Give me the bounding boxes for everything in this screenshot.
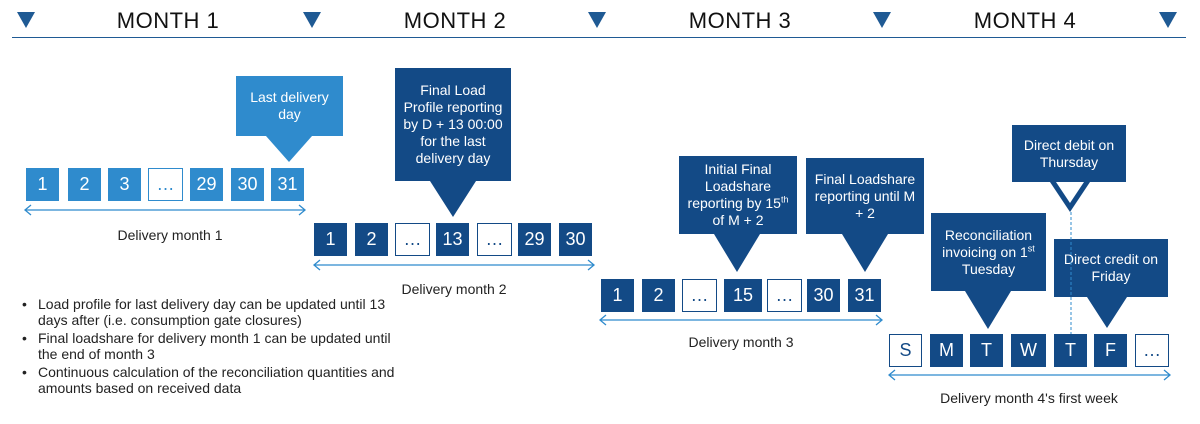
day-box: 15	[724, 279, 762, 312]
day-box-sunday: S	[889, 334, 922, 367]
day-ellipsis-box: …	[682, 279, 717, 312]
note-item: Final loadshare for delivery month 1 can…	[22, 330, 402, 362]
day-box: 2	[642, 279, 675, 312]
direct-debit-callout: Direct debit on Thursday	[1012, 125, 1126, 182]
day-box: 31	[848, 279, 881, 312]
reconciliation-invoicing-callout: Reconciliation invoicing on 1st Tuesday	[931, 213, 1046, 291]
final-load-profile-callout: Final Load Profile reporting by D + 13 0…	[395, 68, 511, 181]
day-box: 1	[314, 223, 347, 256]
day-box-friday: F	[1094, 334, 1127, 367]
timeline-marker-icon	[1159, 12, 1177, 28]
day-box: 30	[807, 279, 840, 312]
day-box: 29	[190, 168, 223, 201]
day-box: 1	[601, 279, 634, 312]
day-ellipsis-box: …	[395, 223, 430, 256]
day-box-thursday: T	[1054, 334, 1087, 367]
timeline-marker-icon	[588, 12, 606, 28]
delivery-month-1-range-arrow	[23, 204, 307, 216]
initial-final-loadshare-callout: Initial Final Loadshare reporting by 15t…	[679, 156, 797, 234]
callout-text: Initial Final Loadshare reporting by 15	[687, 161, 781, 211]
direct-debit-pointer-icon	[1050, 182, 1090, 212]
day-box: 3	[108, 168, 141, 201]
month-1-title: MONTH 1	[116, 8, 220, 33]
delivery-month-1-label: Delivery month 1	[117, 227, 223, 243]
callout-text: Tuesday	[961, 260, 1016, 277]
callout-arrow	[266, 136, 312, 162]
day-box: 30	[231, 168, 264, 201]
day-box-tuesday: T	[970, 334, 1003, 367]
day-box: 2	[355, 223, 388, 256]
timeline-marker-icon	[303, 12, 321, 28]
delivery-month-3-label: Delivery month 3	[688, 334, 794, 350]
last-delivery-day-callout: Last delivery day	[236, 76, 343, 136]
callout-arrow	[1087, 297, 1127, 328]
callout-arrow	[965, 291, 1011, 329]
day-ellipsis-box: …	[148, 168, 183, 201]
notes-list: Load profile for last delivery day can b…	[22, 296, 402, 398]
delivery-month-2-range-arrow	[312, 259, 596, 271]
delivery-month-4-label: Delivery month 4's first week	[940, 390, 1118, 406]
timeline-axis	[12, 37, 1186, 38]
day-ellipsis-box: …	[477, 223, 512, 256]
day-box: 2	[68, 168, 101, 201]
day-box: 29	[518, 223, 551, 256]
timeline-marker-icon	[873, 12, 891, 28]
direct-credit-callout: Direct credit on Friday	[1054, 239, 1168, 297]
callout-text: of M + 2	[712, 212, 764, 228]
note-item: Load profile for last delivery day can b…	[22, 296, 402, 328]
month-3-title: MONTH 3	[688, 8, 792, 33]
callout-text: Reconciliation invoicing on 1	[942, 226, 1033, 260]
day-ellipsis-box: …	[767, 279, 802, 312]
callout-arrow	[714, 234, 760, 272]
day-box: 1	[26, 168, 59, 201]
day-box: 13	[436, 223, 469, 256]
delivery-month-3-range-arrow	[598, 314, 884, 326]
delivery-month-2-label: Delivery month 2	[401, 281, 507, 297]
thursday-guide-line	[1070, 212, 1072, 334]
month-2-title: MONTH 2	[403, 8, 507, 33]
day-box: 31	[271, 168, 304, 201]
timeline-marker-icon	[17, 12, 35, 28]
day-box-wednesday: W	[1011, 334, 1046, 367]
delivery-month-4-range-arrow	[887, 369, 1172, 381]
callout-arrow	[430, 181, 476, 217]
ordinal-suffix: th	[780, 194, 789, 205]
final-loadshare-callout: Final Loadshare reporting until M + 2	[806, 158, 924, 234]
month-4-title: MONTH 4	[973, 8, 1077, 33]
day-box: 30	[559, 223, 592, 256]
note-item: Continuous calculation of the reconcilia…	[22, 364, 402, 396]
day-box-monday: M	[930, 334, 963, 367]
day-ellipsis-box: …	[1135, 334, 1169, 367]
ordinal-suffix: st	[1027, 242, 1035, 253]
callout-arrow	[842, 234, 888, 272]
